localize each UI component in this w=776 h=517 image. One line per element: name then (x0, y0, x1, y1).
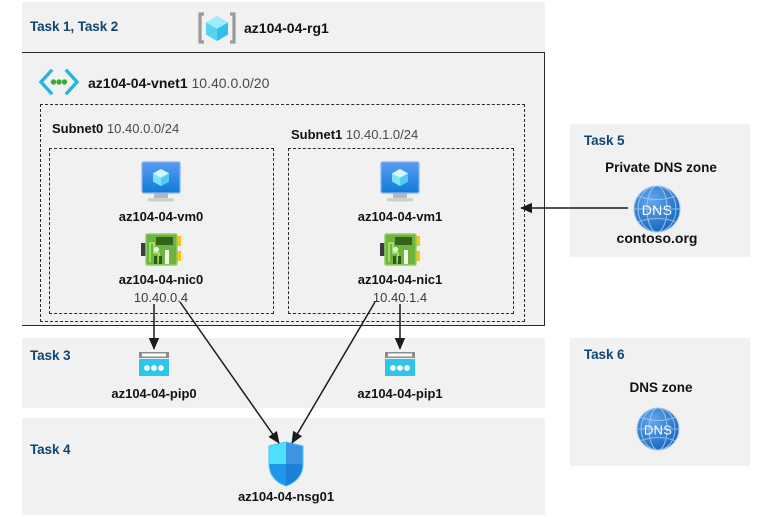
subnet1-name: Subnet1 (291, 127, 343, 142)
network-interface-icon (380, 231, 422, 269)
nic0-label: az104-04-nic0 (118, 272, 204, 287)
resource-group-icon (197, 8, 237, 48)
subnet1-boundary (288, 148, 514, 314)
private-dns-zone-heading: Private DNS zone (605, 160, 717, 175)
network-security-group-icon (265, 440, 307, 488)
dns-zone-icon: DNS (634, 405, 682, 453)
virtual-machine-icon (136, 157, 186, 205)
pip0-label: az104-04-pip0 (111, 386, 197, 401)
nsg-label: az104-04-nsg01 (237, 489, 335, 504)
dns-zone-icon: DNS (630, 182, 684, 236)
subnet1-cidr: 10.40.1.0/24 (345, 127, 419, 142)
private-dns-zone-name: contoso.org (616, 230, 698, 246)
task-label-4: Task 4 (30, 442, 71, 457)
vnet-boundary (22, 52, 545, 326)
pip1-label: az104-04-pip1 (357, 386, 443, 401)
vnet-name: az104-04-vnet1 (88, 75, 188, 91)
vnet-title: az104-04-vnet1 10.40.0.0/20 (88, 75, 269, 91)
subnet0-cidr: 10.40.0.0/24 (106, 121, 180, 136)
task-label-3: Task 3 (30, 348, 71, 363)
resource-group-name: az104-04-rg1 (244, 20, 329, 36)
resource-group-panel (22, 2, 545, 326)
nic1-label: az104-04-nic1 (357, 272, 443, 287)
task3-panel (22, 338, 545, 408)
nic0-ip: 10.40.0.4 (133, 290, 189, 305)
network-interface-icon (141, 231, 183, 269)
vm0-label: az104-04-vm0 (118, 209, 204, 224)
subnet1-title: Subnet1 10.40.1.0/24 (291, 127, 418, 142)
nic1-ip: 10.40.1.4 (372, 290, 428, 305)
vnet-address-space: 10.40.0.0/20 (191, 75, 270, 91)
task-label-5: Task 5 (584, 133, 625, 148)
task-label-1-2: Task 1, Task 2 (30, 19, 119, 34)
subnet0-name: Subnet0 (52, 121, 104, 136)
dns-zone-heading: DNS zone (629, 380, 693, 395)
public-ip-address-icon (381, 351, 419, 383)
dns-icon-text-5: DNS (642, 202, 672, 218)
subnet0-boundary (49, 148, 274, 314)
task-label-6: Task 6 (584, 347, 625, 362)
subnet0-title: Subnet0 10.40.0.0/24 (52, 121, 179, 136)
virtual-network-icon (36, 68, 82, 96)
dns-icon-text-6: DNS (644, 423, 672, 438)
resource-group-name-title: az104-04-rg1 (244, 20, 329, 36)
virtual-machine-icon (375, 157, 425, 205)
vm1-label: az104-04-vm1 (357, 209, 443, 224)
public-ip-address-icon (135, 351, 173, 383)
